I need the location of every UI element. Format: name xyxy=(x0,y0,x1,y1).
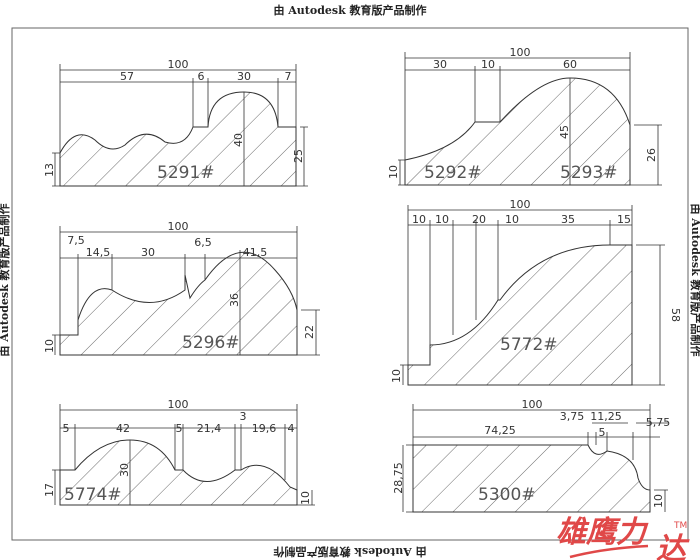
dim-text: 10 xyxy=(412,213,426,226)
profile-5774: 100 5 42 5 21,4 3 19,6 4 30 17 10 5774# xyxy=(43,398,315,506)
dim-text: 13 xyxy=(43,163,56,177)
dim-text: 3 xyxy=(240,410,247,423)
dim-text: 40 xyxy=(232,133,245,147)
watermark-left: 由 Autodesk 教育版产品制作 xyxy=(0,203,11,356)
dim-text: 10 xyxy=(505,213,519,226)
profile-5291: 100 57 6 30 7 40 25 13 5291# xyxy=(43,58,308,187)
dim-text: 100 xyxy=(168,220,189,233)
profile-5292: 100 30 10 60 45 26 10 5292# 5293# xyxy=(387,46,662,186)
trademark: TM xyxy=(673,521,687,531)
dim-text: 10 xyxy=(435,213,449,226)
dim-text: 25 xyxy=(292,149,305,163)
dim-text: 30 xyxy=(237,70,251,83)
dim-text: 100 xyxy=(522,398,543,411)
dim-text: 7,5 xyxy=(67,234,85,247)
dim-text: 6 xyxy=(198,70,205,83)
profile-label: 5300# xyxy=(478,485,536,505)
dim-text: 10 xyxy=(43,339,56,353)
dim-text: 5 xyxy=(176,422,183,435)
dim-text: 41,5 xyxy=(243,246,268,259)
dim-text: 10 xyxy=(390,369,403,383)
dim-text: 17 xyxy=(43,483,56,497)
dim-text: 11,25 xyxy=(590,410,622,423)
dim-text: 14,5 xyxy=(86,246,111,259)
dim-text: 100 xyxy=(510,198,531,211)
dim-text: 10 xyxy=(299,491,312,505)
brand-logo: 雄鹰力 达 TM xyxy=(556,515,690,560)
dim-text: 100 xyxy=(168,398,189,411)
dim-text: 100 xyxy=(168,58,189,71)
dim-text: 7 xyxy=(285,70,292,83)
dim-text: 19,6 xyxy=(252,422,277,435)
profile-label: 5774# xyxy=(64,485,122,505)
dim-text: 15 xyxy=(617,213,631,226)
dim-text: 30 xyxy=(141,246,155,259)
dim-text: 10 xyxy=(387,165,400,179)
watermark-bottom: 由 Autodesk 教育版产品制作 xyxy=(273,545,426,559)
logo-text: 雄鹰力 xyxy=(556,515,649,550)
dim-text: 5,75 xyxy=(646,416,671,429)
dim-text: 6,5 xyxy=(194,236,212,249)
dim-text: 57 xyxy=(120,70,134,83)
watermark-top: 由 Autodesk 教育版产品制作 xyxy=(273,3,426,17)
dim-text: 58 xyxy=(669,308,682,322)
watermark-right: 由 Autodesk 教育版产品制作 xyxy=(689,203,700,356)
dim-text: 5 xyxy=(63,422,70,435)
dim-text: 10 xyxy=(481,58,495,71)
dim-text: 10 xyxy=(652,494,665,508)
profile-label: 5291# xyxy=(157,163,215,183)
dim-text: 35 xyxy=(561,213,575,226)
dim-text: 3,75 xyxy=(560,410,585,423)
dim-text: 26 xyxy=(645,148,658,162)
dim-text: 4 xyxy=(288,422,295,435)
dim-text: 22 xyxy=(303,325,316,339)
profile-label: 5292# xyxy=(424,163,482,183)
dim-text: 5 xyxy=(599,426,606,439)
profile-label: 5772# xyxy=(500,335,558,355)
dim-text: 36 xyxy=(228,293,241,307)
drawing-frame xyxy=(11,27,689,541)
dim-text: 21,4 xyxy=(197,422,222,435)
dim-text: 42 xyxy=(116,422,130,435)
dim-text: 30 xyxy=(433,58,447,71)
logo-swoosh xyxy=(569,544,649,559)
profile-5300: 100 74,25 3,75 11,25 5 5,75 28,75 10 530… xyxy=(392,398,671,513)
dim-text: 74,25 xyxy=(484,424,516,437)
profile-label: 5296# xyxy=(182,333,240,353)
dim-text: 28,75 xyxy=(392,462,405,494)
profile-label: 5293# xyxy=(560,163,618,183)
logo-text: 达 xyxy=(656,532,690,560)
dim-text: 60 xyxy=(563,58,577,71)
dim-text: 45 xyxy=(558,125,571,139)
profile-5772: 100 10 10 20 10 35 15 58 10 5772# xyxy=(390,198,682,386)
dim-text: 100 xyxy=(510,46,531,59)
dim-text: 20 xyxy=(472,213,486,226)
profile-5296: 100 7,5 14,5 30 6,5 41,5 36 22 10 5296# xyxy=(43,220,320,356)
dim-text: 30 xyxy=(118,463,131,477)
